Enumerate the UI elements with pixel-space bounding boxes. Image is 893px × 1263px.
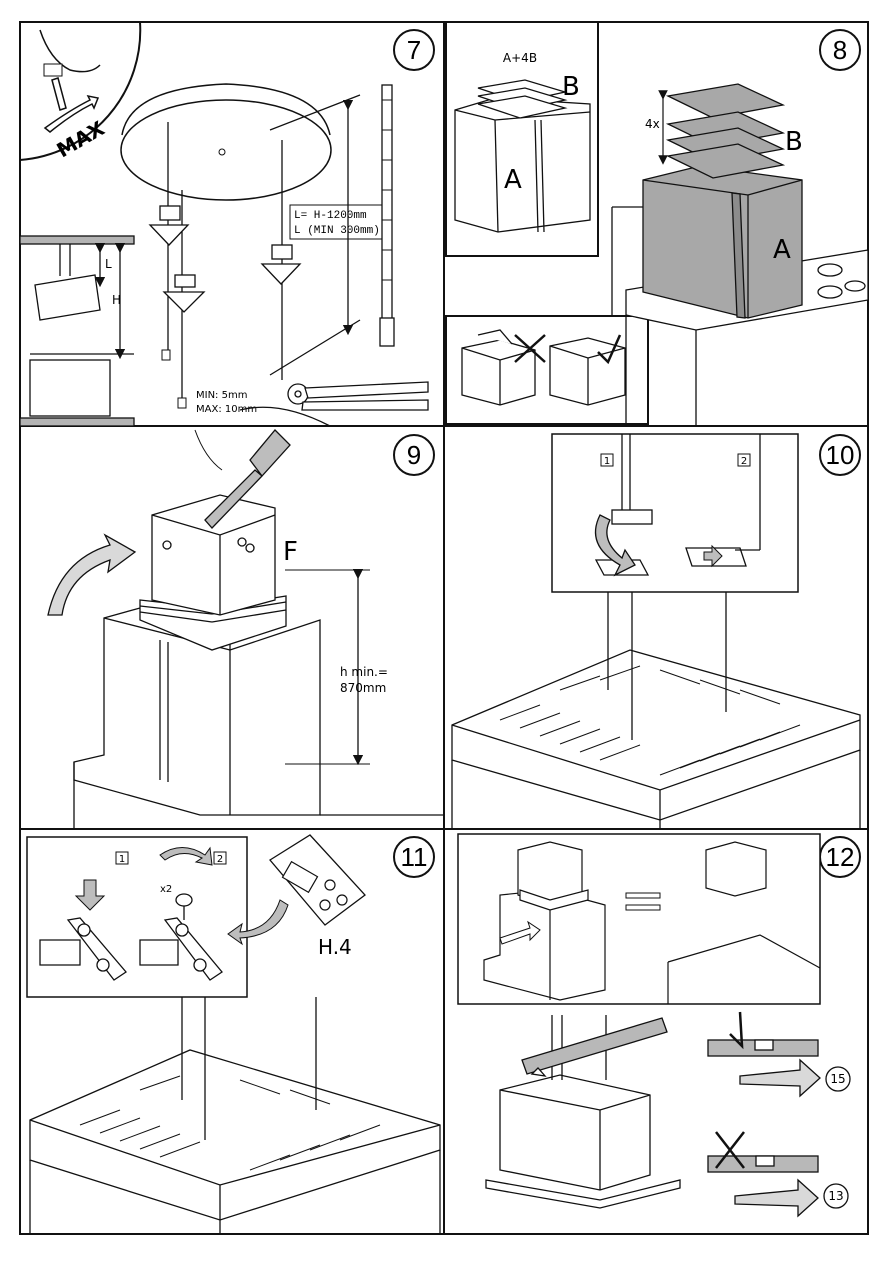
open-box-icon bbox=[461, 329, 536, 406]
torque-inset: MAX bbox=[19, 21, 142, 162]
step-9-number: 9 bbox=[407, 440, 421, 470]
ceiling-plate bbox=[120, 99, 332, 201]
step-10-badge bbox=[819, 434, 861, 476]
step-8-number: 8 bbox=[833, 35, 847, 65]
label-b-large: B bbox=[785, 127, 803, 157]
next-step-bad: 13 bbox=[828, 1189, 843, 1203]
count-label: 4x bbox=[645, 117, 660, 131]
threaded-rod bbox=[379, 84, 395, 347]
crimping-pliers-icon bbox=[287, 381, 429, 411]
check-mark-icon bbox=[729, 1011, 744, 1050]
equals-sign bbox=[625, 892, 661, 899]
vent-slots bbox=[79, 1075, 381, 1171]
step-12-number: 12 bbox=[826, 842, 855, 872]
dim-label-h: H bbox=[112, 293, 121, 307]
bag-label: H.4 bbox=[318, 935, 352, 959]
down-arrow-icon bbox=[74, 879, 106, 911]
sub-step-1: 1 bbox=[604, 456, 610, 467]
kitchen-inset bbox=[19, 235, 135, 427]
cross-mark-icon bbox=[514, 334, 546, 363]
label-b-small: B bbox=[562, 72, 580, 102]
next-step-ok: 15 bbox=[830, 1072, 845, 1086]
flip-arrow-icon bbox=[47, 533, 137, 616]
gap-min: MIN: 5mm bbox=[196, 390, 247, 401]
label-a-large: A bbox=[773, 235, 791, 265]
next-arrow-bad bbox=[734, 1178, 819, 1218]
step-11-panel: 11 1 2 x2 H.4 bbox=[26, 834, 441, 1234]
pull-arrow-icon bbox=[499, 920, 541, 945]
step-7-number: 7 bbox=[407, 35, 421, 65]
step-7-panel: 7 MAX L= bbox=[19, 21, 435, 427]
curved-arrow-icon bbox=[227, 899, 289, 946]
hood-top-plate bbox=[451, 592, 861, 828]
wrench-icon bbox=[51, 77, 67, 111]
push-arrow-icon bbox=[703, 544, 723, 568]
boards-b-stack bbox=[665, 83, 786, 179]
length-min: L (MIN 300mm) bbox=[294, 225, 380, 237]
rotate-arrow-icon bbox=[594, 514, 636, 577]
rotate-arrow-icon bbox=[159, 846, 213, 866]
hood-top-plate bbox=[29, 997, 441, 1234]
step-8-badge bbox=[819, 29, 861, 71]
next-arrow-ok bbox=[739, 1058, 821, 1098]
dim-label-l: L bbox=[105, 257, 112, 271]
cable-clamp-arrows bbox=[148, 205, 302, 313]
spirit-level bbox=[521, 1017, 668, 1077]
label-f: F bbox=[283, 537, 298, 567]
label-a-small: A bbox=[504, 165, 522, 195]
sub-step-2: 2 bbox=[741, 456, 747, 467]
packaging-boards bbox=[139, 595, 287, 651]
step-9-panel: 9 F h min.= 870mm bbox=[47, 429, 444, 829]
check-mark-icon bbox=[597, 334, 622, 365]
step-10-number: 10 bbox=[826, 440, 855, 470]
length-formula: L= H-1200mm bbox=[294, 210, 367, 222]
cross-mark-icon bbox=[715, 1131, 745, 1169]
step-11-badge bbox=[393, 836, 435, 878]
sub-step-1: 1 bbox=[119, 854, 125, 865]
height-value: 870mm bbox=[340, 681, 386, 695]
sub-step-2: 2 bbox=[217, 854, 223, 865]
hood-level-check bbox=[485, 1015, 681, 1209]
level-ok-indicator bbox=[707, 1011, 851, 1098]
gap-max: MAX: 10mm bbox=[196, 404, 257, 415]
step-10-panel: 10 1 2 bbox=[451, 433, 861, 828]
step-11-number: 11 bbox=[401, 842, 428, 872]
combo-label: A+4B bbox=[503, 51, 537, 65]
base-cabinet bbox=[73, 607, 444, 829]
step-9-badge bbox=[393, 434, 435, 476]
step-12-panel: 12 bbox=[457, 833, 861, 1218]
height-label: h min.= bbox=[340, 665, 388, 679]
box-a-small bbox=[454, 79, 591, 233]
step-7-badge bbox=[393, 29, 435, 71]
panel-grid bbox=[19, 21, 869, 1235]
screwdriver-icon bbox=[204, 429, 291, 529]
level-bad-indicator bbox=[707, 1131, 849, 1218]
step-8-panel: 8 A+4B A B bbox=[445, 21, 869, 426]
rotate-arrow-icon bbox=[43, 94, 100, 133]
screw-count: x2 bbox=[160, 884, 172, 895]
vent-slots bbox=[499, 665, 801, 776]
